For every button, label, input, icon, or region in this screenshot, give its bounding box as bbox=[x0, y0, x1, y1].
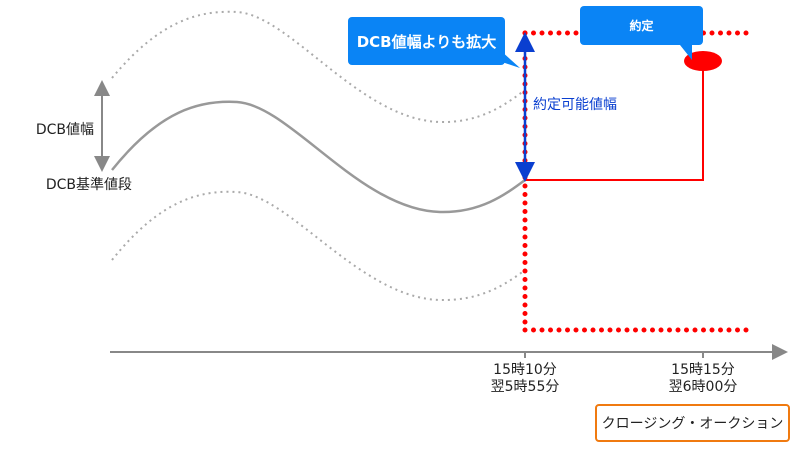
time-label-1-line1: 15時10分 bbox=[493, 362, 557, 378]
time-label-2-line1: 15時15分 bbox=[671, 362, 735, 378]
callout-expand: DCB値幅よりも拡大 bbox=[348, 17, 505, 65]
executable-range-label: 約定可能値幅 bbox=[533, 97, 617, 113]
execution-point bbox=[684, 51, 722, 71]
execution-path bbox=[525, 64, 704, 181]
expanded-limit-lines bbox=[522, 30, 753, 333]
dcb-width-label: DCB値幅 bbox=[35, 122, 94, 138]
lower-band-curve bbox=[111, 190, 526, 302]
time-label-1: 15時10分 翌5時55分 bbox=[475, 362, 575, 396]
price-curve bbox=[111, 100, 526, 214]
callout-execution: 約定 bbox=[580, 6, 703, 45]
time-label-2-line2: 翌6時00分 bbox=[668, 379, 738, 395]
time-label-1-line2: 翌5時55分 bbox=[490, 379, 560, 395]
callout-execution-pointer bbox=[676, 40, 692, 60]
time-label-2: 15時15分 翌6時00分 bbox=[653, 362, 753, 396]
dcb-base-price-label: DCB基準値段 bbox=[45, 177, 132, 193]
closing-auction-box: クロージング・オークション bbox=[595, 404, 790, 442]
